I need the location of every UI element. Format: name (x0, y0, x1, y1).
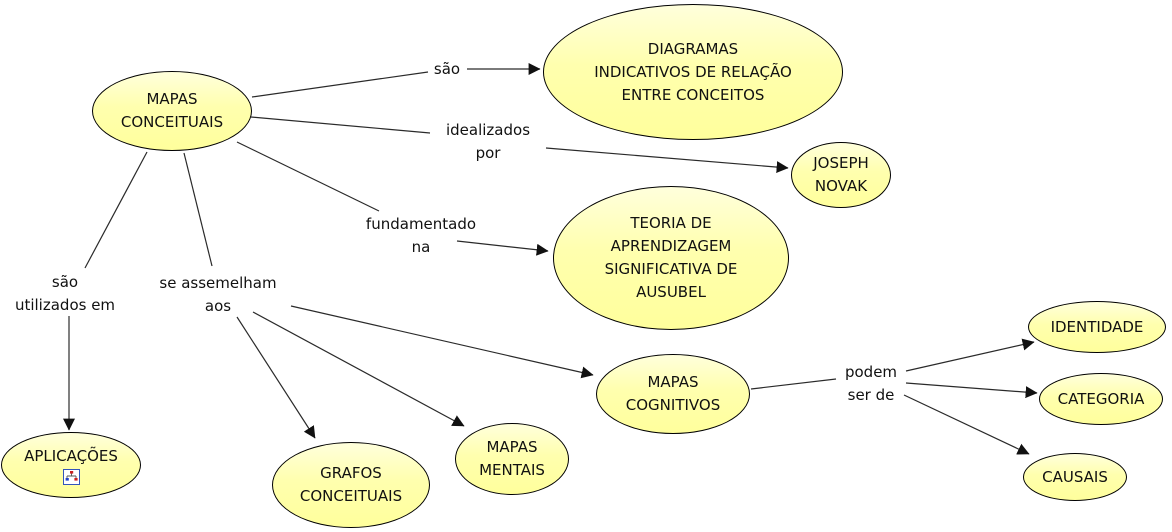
node-categoria[interactable]: CATEGORIA (1039, 373, 1163, 425)
node-label: DIAGRAMAS INDICATIVOS DE RELAÇÃO ENTRE C… (594, 39, 792, 104)
node-teoria-ausubel[interactable]: TEORIA DE APRENDIZAGEM SIGNIFICATIVA DE … (553, 186, 789, 330)
edge-podem-to-causais (903, 394, 1030, 455)
link-label-podem-ser-de[interactable]: podem ser de (844, 363, 898, 404)
node-label: IDENTIDADE (1050, 317, 1144, 336)
edge-podem-to-categoria (905, 382, 1038, 399)
node-diagramas-indicativos[interactable]: DIAGRAMAS INDICATIVOS DE RELAÇÃO ENTRE C… (543, 4, 843, 140)
node-label: CAUSAIS (1042, 467, 1108, 486)
node-label: GRAFOS CONCEITUAIS (299, 464, 403, 505)
edge-mc-to-utilizados (84, 151, 148, 269)
link-label-fundamentado-na[interactable]: fundamentado na (365, 215, 477, 256)
node-mapas-mentais[interactable]: MAPAS MENTAIS (455, 423, 569, 495)
link-label-se-assemelham-aos[interactable]: se assemelham aos (159, 274, 277, 315)
edge-mc-to-sao (251, 71, 429, 98)
node-mapas-conceituais[interactable]: MAPAS CONCEITUAIS (92, 71, 252, 151)
node-causais[interactable]: CAUSAIS (1023, 453, 1127, 501)
edge-podem-to-identidade (905, 338, 1035, 372)
concept-map-resource-icon[interactable] (62, 469, 80, 485)
node-label: MAPAS COGNITIVOS (625, 373, 721, 414)
link-label-sao[interactable]: são (433, 60, 461, 78)
edge-assemelham-to-grafos (236, 316, 316, 439)
node-label: CATEGORIA (1057, 389, 1145, 408)
node-label: MAPAS MENTAIS (479, 438, 545, 479)
edge-assemelham-to-mentais (252, 311, 465, 427)
edge-assemelham-to-cognitivos (290, 305, 594, 379)
node-aplicacoes[interactable]: APLICAÇÕES (1, 432, 141, 498)
edge-cognitivos-to-podem (750, 378, 837, 390)
node-label: MAPAS CONCEITUAIS (120, 90, 224, 131)
node-label: TEORIA DE APRENDIZAGEM SIGNIFICATIVA DE … (604, 214, 738, 301)
node-identidade[interactable]: IDENTIDADE (1028, 301, 1166, 353)
node-joseph-novak[interactable]: JOSEPH NOVAK (791, 142, 891, 208)
node-mapas-cognitivos[interactable]: MAPAS COGNITIVOS (596, 354, 750, 434)
node-label: JOSEPH NOVAK (813, 154, 869, 195)
link-label-idealizados-por[interactable]: idealizados por (445, 121, 531, 162)
node-label: APLICAÇÕES (24, 447, 118, 465)
edge-mc-to-fundamentado (236, 141, 380, 212)
edge-idealizados-to-novak (545, 147, 789, 174)
link-label-sao-utilizados-em[interactable]: são utilizados em (14, 273, 116, 314)
node-grafos-conceituais[interactable]: GRAFOS CONCEITUAIS (272, 442, 430, 528)
edge-mc-to-assemelham (183, 152, 213, 267)
edge-mc-to-idealizados (250, 116, 431, 134)
edge-fundamentado-to-teoria (456, 240, 549, 256)
